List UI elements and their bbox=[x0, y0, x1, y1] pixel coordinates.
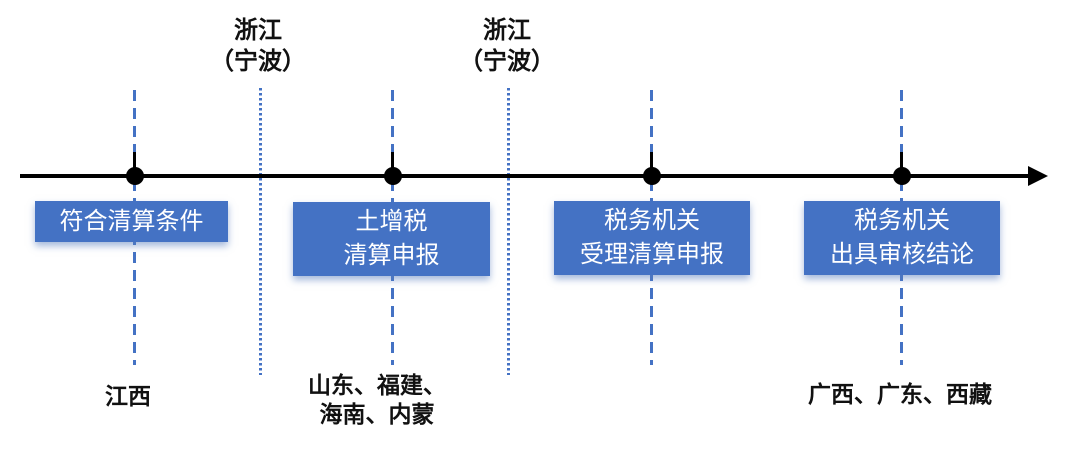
annotation-line: 浙江 bbox=[234, 18, 282, 44]
milestone-tick-4 bbox=[900, 152, 903, 176]
province-note-2: 山东、福建、 海南、内蒙 bbox=[287, 371, 467, 429]
arrow-right-icon bbox=[1028, 166, 1048, 186]
province-note-1: 江西 bbox=[48, 382, 208, 411]
milestone-box-3: 税务机关 受理清算申报 bbox=[554, 201, 750, 275]
milestone-tick-3 bbox=[650, 152, 653, 176]
milestone-box-label: 符合清算条件 bbox=[59, 208, 204, 235]
milestone-dot-3 bbox=[643, 167, 661, 185]
annotation-zhejiang-ningbo-2: 浙江 （宁波） bbox=[427, 16, 587, 78]
region-guide-dotted-1 bbox=[259, 88, 262, 375]
annotation-line: 浙江 bbox=[483, 18, 531, 44]
province-note-line: 海南、内蒙 bbox=[319, 402, 435, 427]
province-note-line: 山东、福建、 bbox=[308, 373, 446, 398]
milestone-box-label: 清算申报 bbox=[343, 243, 440, 269]
province-note-line: 广西、广东、西藏 bbox=[808, 382, 992, 407]
annotation-line: （宁波） bbox=[210, 49, 306, 75]
milestone-dot-4 bbox=[893, 167, 911, 185]
milestone-box-2: 土增税 清算申报 bbox=[293, 202, 490, 276]
milestone-dot-1 bbox=[126, 167, 144, 185]
milestone-box-4: 税务机关 出具审核结论 bbox=[804, 201, 1000, 275]
milestone-tick-2 bbox=[391, 152, 394, 176]
milestone-box-label: 受理清算申报 bbox=[580, 242, 724, 268]
milestone-box-label: 出具审核结论 bbox=[830, 242, 974, 268]
milestone-box-label: 税务机关 bbox=[854, 208, 950, 234]
province-note-4: 广西、广东、西藏 bbox=[780, 380, 1020, 409]
timeline-axis bbox=[20, 174, 1030, 178]
milestone-box-1: 符合清算条件 bbox=[35, 201, 228, 242]
province-note-line: 江西 bbox=[105, 384, 151, 409]
annotation-line: （宁波） bbox=[459, 49, 555, 75]
region-guide-dotted-2 bbox=[507, 88, 510, 375]
milestone-box-label: 税务机关 bbox=[604, 208, 700, 234]
milestone-dot-2 bbox=[384, 167, 402, 185]
annotation-zhejiang-ningbo-1: 浙江 （宁波） bbox=[178, 16, 338, 78]
milestone-box-label: 土增税 bbox=[355, 209, 428, 235]
milestone-tick-1 bbox=[133, 152, 136, 176]
